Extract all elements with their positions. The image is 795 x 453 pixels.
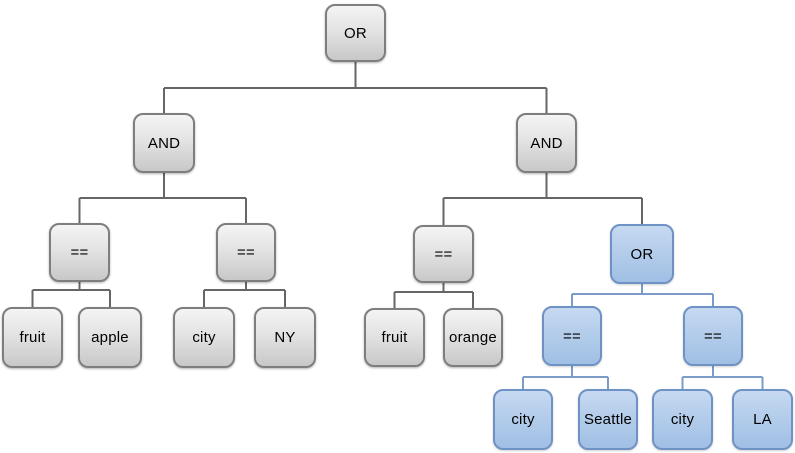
connector-andright-to-children xyxy=(442,173,643,225)
connector-root-to-ands xyxy=(163,62,548,113)
node-label: NY xyxy=(274,329,296,346)
tree-leaf-apple: apple xyxy=(78,307,142,368)
tree-leaf-ny: NY xyxy=(254,307,316,368)
connector-eq2-to-city-ny xyxy=(203,282,286,307)
tree-leaf-orange: orange xyxy=(443,308,503,367)
tree-node-and-right: AND xyxy=(516,113,577,173)
node-label: city xyxy=(511,411,535,428)
node-label: fruit xyxy=(19,329,46,346)
tree-node-eq-fruit-apple: == xyxy=(49,223,110,282)
tree-node-eq-city-ny: == xyxy=(216,223,276,282)
node-label: == xyxy=(704,327,722,345)
node-label: OR xyxy=(344,24,367,42)
tree-leaf-city-1: city xyxy=(173,307,235,368)
tree-node-and-left: AND xyxy=(133,113,195,173)
node-label: orange xyxy=(449,329,497,346)
node-label: AND xyxy=(147,134,181,152)
tree-node-eq-city-la: == xyxy=(683,306,743,366)
node-label: == xyxy=(237,244,255,261)
tree-node-eq-fruit-orange: == xyxy=(413,225,474,283)
node-label: AND xyxy=(530,134,563,152)
node-label: city xyxy=(670,411,695,428)
node-label: == xyxy=(563,327,581,345)
connector-eq4-to-city-seattle xyxy=(522,366,609,389)
node-label: Seattle xyxy=(583,411,633,428)
tree-node-eq-city-seattle: == xyxy=(542,306,602,366)
tree-leaf-fruit-1: fruit xyxy=(2,307,63,368)
node-label: fruit xyxy=(381,329,408,346)
tree-node-or-blue: OR xyxy=(610,224,674,284)
connector-eq1-to-fruit-apple xyxy=(31,282,111,307)
node-label: apple xyxy=(91,329,129,346)
tree-leaf-seattle: Seattle xyxy=(578,389,638,450)
connector-eq5-to-city-la xyxy=(681,366,764,389)
connector-eq3-to-fruit-orange xyxy=(393,283,474,308)
tree-leaf-la: LA xyxy=(732,389,793,450)
tree-leaf-city-2: city xyxy=(493,389,553,450)
node-label: city xyxy=(192,329,216,346)
connector-orblue-to-eqs xyxy=(571,284,714,306)
tree-node-root-or: OR xyxy=(325,4,386,62)
node-label: OR xyxy=(630,245,654,263)
tree-leaf-city-3: city xyxy=(652,389,713,450)
node-label: == xyxy=(70,244,89,261)
tree-leaf-fruit-2: fruit xyxy=(364,308,425,367)
node-label: LA xyxy=(753,411,772,428)
connector-andleft-to-eqs xyxy=(78,173,247,223)
node-label: == xyxy=(434,245,453,263)
